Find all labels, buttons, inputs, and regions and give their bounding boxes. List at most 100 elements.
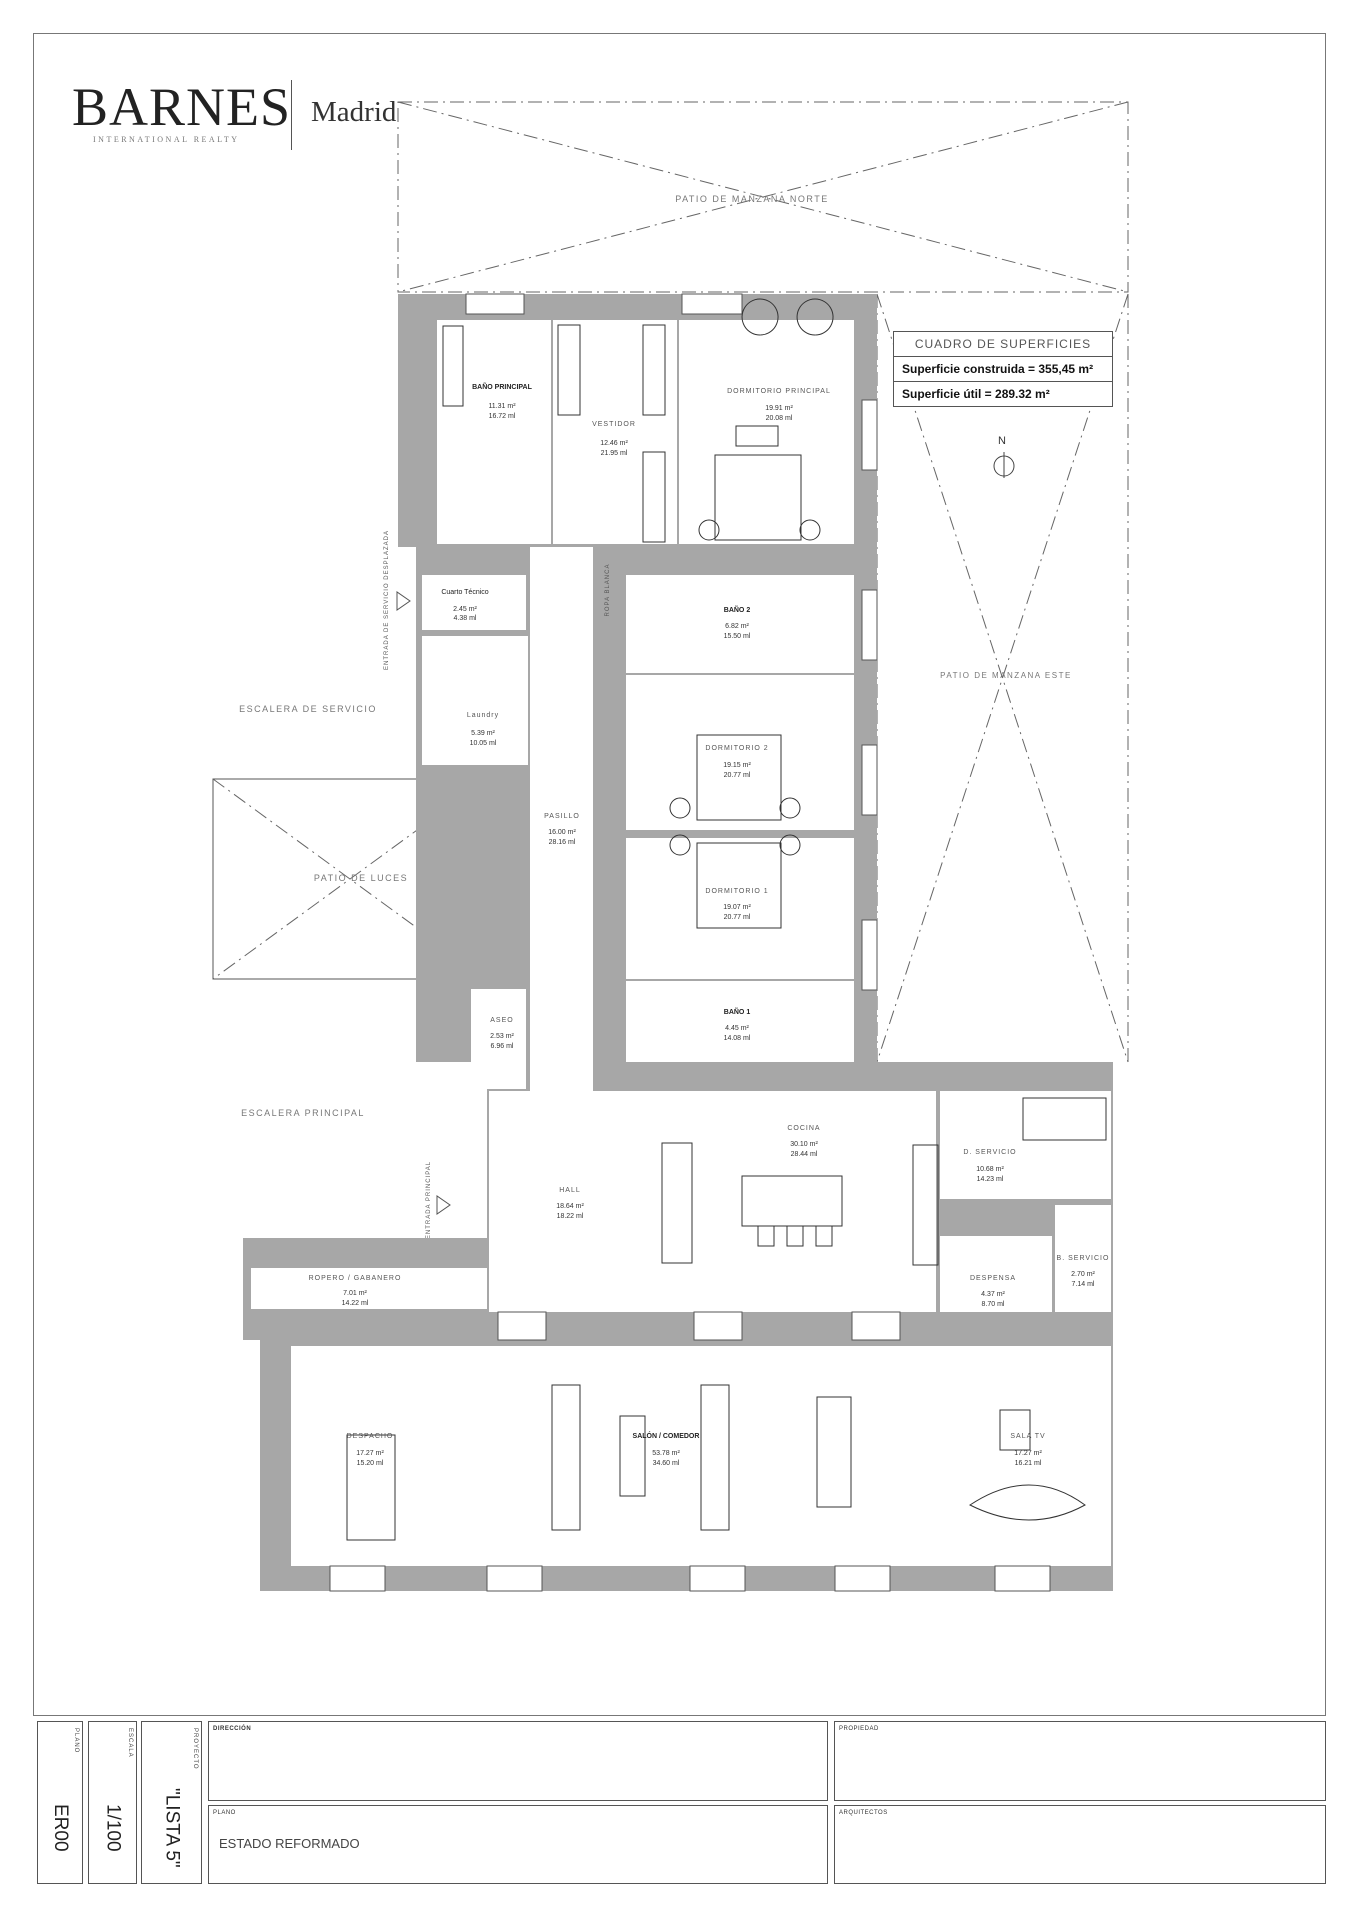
room-name: Cuarto Técnico: [441, 589, 488, 596]
escalera-principal-label: ESCALERA PRINCIPAL: [241, 1108, 365, 1118]
armchair: [796, 298, 834, 336]
plano-caption: PLANO: [73, 1728, 79, 1754]
logo-divider: [291, 80, 292, 150]
entrada-principal-arrow-icon: [436, 1195, 451, 1215]
room-perimeter: 8.70 ml: [982, 1301, 1005, 1308]
room-area: 16.00 m²: [548, 829, 576, 836]
escala-value: 1/100: [102, 1803, 124, 1852]
room-name: SALA TV: [1010, 1433, 1045, 1440]
entrada-servicio-label: ENTRADA DE SERVICIO DESPLAZADA: [384, 530, 390, 670]
room-area: 30.10 m²: [790, 1141, 818, 1148]
room-labels: BAÑO PRINCIPAL 11.31 m² 16.72 ml VESTIDO…: [309, 382, 1109, 1467]
patio-norte: PATIO DE MANZANA NORTE: [397, 101, 1129, 293]
wardrobe: [642, 324, 666, 416]
room-name: ASEO: [490, 1017, 513, 1024]
proyecto-value: "LISTA 5": [161, 1787, 183, 1868]
room-area: 17.27 m²: [356, 1450, 384, 1457]
wardrobe: [557, 324, 581, 416]
north-label: N: [998, 435, 1006, 447]
surface-useful: Superficie útil = 289.32 m²: [902, 387, 1050, 401]
windows: [329, 293, 1051, 1592]
bath-cabinet: [442, 325, 464, 407]
room-area: 10.68 m²: [976, 1166, 1004, 1173]
plano-name-cell: PLANO ESTADO REFORMADO: [208, 1805, 828, 1884]
proyecto-cell: PROYECTO "LISTA 5": [141, 1721, 202, 1884]
plano-name: ESTADO REFORMADO: [219, 1836, 360, 1851]
room-area: 53.78 m²: [652, 1450, 680, 1457]
room-name: BAÑO 1: [724, 1007, 751, 1016]
room-name: DORMITORIO 1: [705, 888, 768, 895]
plano-box-caption: PLANO: [213, 1810, 236, 1816]
desk: [346, 1434, 396, 1541]
room-name: BAÑO PRINCIPAL: [472, 382, 532, 391]
room-perimeter: 28.16 ml: [549, 839, 576, 846]
room-area: 4.37 m²: [981, 1291, 1005, 1298]
propiedad-caption: PROPIEDAD: [839, 1726, 879, 1732]
room-area: 2.70 m²: [1071, 1271, 1095, 1278]
room-perimeter: 20.77 ml: [724, 772, 751, 779]
room-area: 19.91 m²: [765, 405, 793, 412]
room-area: 4.45 m²: [725, 1025, 749, 1032]
room-perimeter: 18.22 ml: [557, 1213, 584, 1220]
kitchen-counter: [912, 1144, 939, 1266]
escala-cell: ESCALA 1/100: [88, 1721, 137, 1884]
room-area: 18.64 m²: [556, 1203, 584, 1210]
room-area: 19.07 m²: [723, 904, 751, 911]
room-perimeter: 16.72 ml: [489, 413, 516, 420]
room-name: DORMITORIO PRINCIPAL: [727, 388, 831, 395]
room-perimeter: 14.08 ml: [724, 1035, 751, 1042]
room-perimeter: 6.96 ml: [491, 1043, 514, 1050]
dining-table: [816, 1396, 852, 1508]
sofa-curved: [969, 1484, 1086, 1521]
room-name: D. SERVICIO: [963, 1149, 1016, 1156]
arquitectos-caption: ARQUITECTOS: [839, 1810, 888, 1816]
lamp-icon: [698, 519, 720, 541]
bed-servicio: [1022, 1097, 1107, 1141]
armchair: [741, 298, 779, 336]
room-perimeter: 10.05 ml: [470, 740, 497, 747]
room-perimeter: 20.08 ml: [766, 415, 793, 422]
direccion-caption: DIRECCIÓN: [213, 1726, 252, 1732]
room-perimeter: 16.21 ml: [1015, 1460, 1042, 1467]
tv-unit: [999, 1409, 1031, 1451]
room-name: HALL: [559, 1187, 581, 1194]
surface-built: Superficie construida = 355,45 m²: [894, 357, 1112, 382]
rooms: [251, 320, 1111, 1566]
room-area: 17.27 m²: [1014, 1450, 1042, 1457]
room-name: ROPERO / GABANERO: [309, 1275, 402, 1282]
logo-brand: BARNES: [72, 77, 292, 137]
room-name: SALÓN / COMEDOR: [633, 1431, 700, 1440]
arquitectos-cell: ARQUITECTOS: [834, 1805, 1326, 1884]
room-perimeter: 21.95 ml: [601, 450, 628, 457]
direccion-cell: DIRECCIÓN: [208, 1721, 828, 1801]
plano-code-cell: PLANO ER00: [37, 1721, 83, 1884]
room-name: DORMITORIO 2: [705, 745, 768, 752]
patio-luces-label: PATIO DE LUCES: [314, 873, 408, 883]
north-arrow-icon: N: [993, 435, 1015, 478]
sofa: [551, 1384, 581, 1531]
room-perimeter: 15.20 ml: [357, 1460, 384, 1467]
room-name: COCINA: [787, 1125, 820, 1132]
coffee-table: [619, 1415, 646, 1497]
plano-code: ER00: [50, 1803, 71, 1852]
room-area: 2.53 m²: [490, 1033, 514, 1040]
sofa: [700, 1384, 730, 1531]
room-name: Laundry: [467, 712, 499, 719]
room-name: DESPACHO: [347, 1433, 394, 1440]
room-name: DESPENSA: [970, 1275, 1016, 1282]
kitchen-counter: [661, 1142, 693, 1264]
room-area: 2.45 m²: [453, 606, 477, 613]
room-area: 6.82 m²: [725, 623, 749, 630]
room-area: 12.46 m²: [600, 440, 628, 447]
room-perimeter: 4.38 ml: [454, 615, 477, 622]
bench: [735, 425, 779, 447]
logo-city: Madrid: [311, 96, 397, 128]
room-perimeter: 20.77 ml: [724, 914, 751, 921]
logo-subtitle: INTERNATIONAL REALTY: [93, 135, 240, 144]
room-name: BAÑO 2: [724, 605, 751, 614]
lamp-icon: [799, 519, 821, 541]
furniture: [346, 298, 1107, 1541]
room-area: 5.39 m²: [471, 730, 495, 737]
bed-dormitorio-2: [696, 734, 782, 821]
